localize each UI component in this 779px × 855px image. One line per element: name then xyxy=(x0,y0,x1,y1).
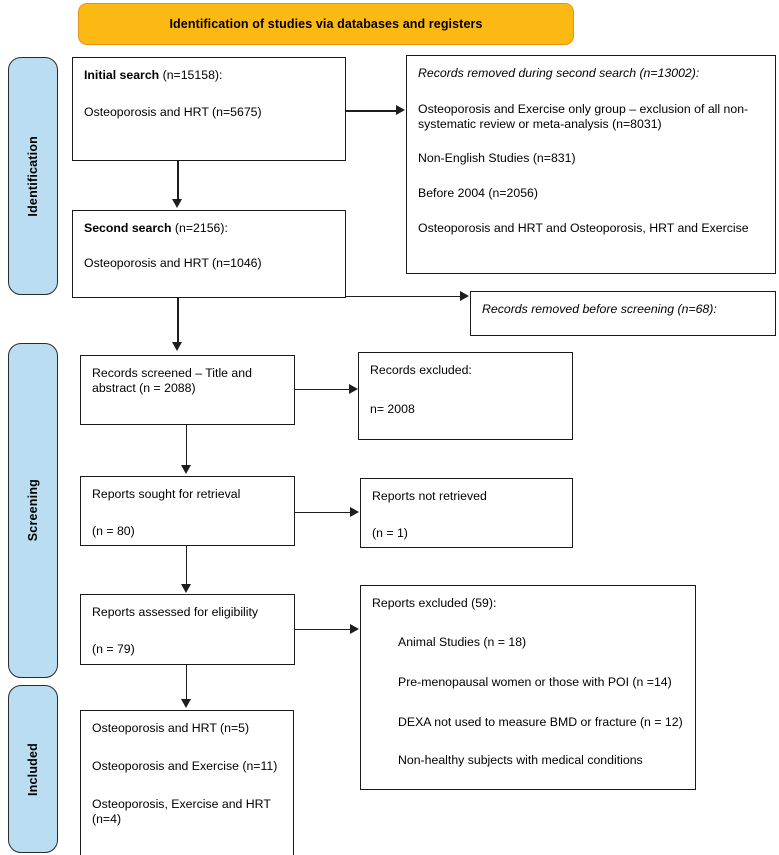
arrowhead-sought-to-assessed-icon xyxy=(181,584,191,593)
diagram-title-text: Identification of studies via databases … xyxy=(169,17,483,31)
initial-search-count: (n=15158): xyxy=(159,68,223,82)
reports-excluded-item-4: Non-healthy subjects with medical condit… xyxy=(398,753,643,767)
arrowhead-screened-to-sought-icon xyxy=(181,465,191,474)
box-reports-not-retrieved: Reports not retrieved (n = 1) xyxy=(360,478,573,548)
included-result-2: Osteoporosis and Exercise (n=11) xyxy=(92,759,278,773)
phase-pill-identification: Identification xyxy=(8,57,58,295)
diagram-title-banner: Identification of studies via databases … xyxy=(78,3,574,45)
phase-pill-screening: Screening xyxy=(8,343,58,678)
arrowhead-sought-to-not-retrieved-icon xyxy=(350,507,359,517)
box-initial-search: Initial search (n=15158): Osteoporosis a… xyxy=(72,57,346,161)
box-reports-assessed: Reports assessed for eligibility (n = 79… xyxy=(80,594,295,665)
arrowhead-screened-to-excluded-icon xyxy=(349,384,358,394)
reports-excluded-item-1: Animal Studies (n = 18) xyxy=(398,635,527,649)
second-search-label: Second search xyxy=(84,221,172,235)
second-search-detail: Osteoporosis and HRT (n=1046) xyxy=(84,256,262,270)
reports-assessed-count: (n = 79) xyxy=(92,642,135,656)
reports-not-retrieved-heading: Reports not retrieved xyxy=(372,489,487,503)
initial-search-label: Initial search xyxy=(84,68,160,82)
removed-second-search-item-3: Before 2004 (n=2056) xyxy=(418,186,538,200)
box-included-results: Osteoporosis and HRT (n=5) Osteoporosis … xyxy=(80,710,294,855)
reports-excluded-item-3: DEXA not used to measure BMD or fracture… xyxy=(398,715,683,729)
arrowhead-initial-to-second-icon xyxy=(172,199,182,208)
connector-screened-to-sought xyxy=(186,425,188,467)
reports-excluded-heading: Reports excluded (59): xyxy=(372,596,497,610)
included-result-3: Osteoporosis, Exercise and HRT (n=4) xyxy=(92,797,271,826)
connector-screened-to-excluded xyxy=(295,389,350,391)
phase-label-identification: Identification xyxy=(26,135,40,217)
arrowhead-initial-to-removed-icon xyxy=(396,105,405,115)
connector-initial-to-second xyxy=(177,161,179,201)
removed-second-search-heading: Records removed during second search (n=… xyxy=(418,66,700,80)
reports-not-retrieved-count: (n = 1) xyxy=(372,526,408,540)
phase-pill-included: Included xyxy=(8,685,58,853)
reports-excluded-item-2: Pre-menopausal women or those with POI (… xyxy=(398,675,672,689)
removed-second-search-item-2: Non-English Studies (n=831) xyxy=(418,151,576,165)
removed-before-screening-heading: Records removed before screening (n=68): xyxy=(482,302,717,316)
records-screened-text: Records screened – Title and abstract (n… xyxy=(92,366,252,395)
arrowhead-second-to-removed-before-icon xyxy=(460,291,469,301)
connector-sought-to-not-retrieved xyxy=(295,512,351,514)
connector-sought-to-assessed xyxy=(186,546,188,586)
included-result-1: Osteoporosis and HRT (n=5) xyxy=(92,721,250,735)
records-excluded-heading: Records excluded: xyxy=(370,363,472,377)
box-records-screened: Records screened – Title and abstract (n… xyxy=(80,355,295,425)
arrowhead-assessed-to-included-icon xyxy=(181,699,191,708)
initial-search-detail: Osteoporosis and HRT (n=5675) xyxy=(84,105,262,119)
arrowhead-second-to-screened-icon xyxy=(172,342,182,351)
second-search-count: (n=2156): xyxy=(171,221,228,235)
box-records-excluded: Records excluded: n= 2008 xyxy=(358,352,573,440)
box-records-removed-second-search: Records removed during second search (n=… xyxy=(406,55,776,274)
phase-label-included: Included xyxy=(26,742,40,796)
connector-assessed-to-excluded xyxy=(295,629,351,631)
arrowhead-assessed-to-excluded-icon xyxy=(350,624,359,634)
connector-assessed-to-included xyxy=(186,665,188,701)
connector-second-to-removed-before xyxy=(346,296,460,298)
phase-label-screening: Screening xyxy=(26,479,40,542)
connector-second-to-screened xyxy=(177,298,179,344)
reports-sought-count: (n = 80) xyxy=(92,524,135,538)
removed-second-search-item-4: Osteoporosis and HRT and Osteoporosis, H… xyxy=(418,221,749,235)
records-excluded-count: n= 2008 xyxy=(370,402,415,416)
connector-initial-to-removed xyxy=(346,110,396,112)
box-reports-excluded: Reports excluded (59): Animal Studies (n… xyxy=(360,585,696,790)
removed-second-search-item-1: Osteoporosis and Exercise only group – e… xyxy=(418,102,749,131)
box-reports-sought: Reports sought for retrieval (n = 80) xyxy=(80,476,295,546)
reports-assessed-heading: Reports assessed for eligibility xyxy=(92,605,259,619)
reports-sought-heading: Reports sought for retrieval xyxy=(92,487,241,501)
box-second-search: Second search (n=2156): Osteoporosis and… xyxy=(72,210,346,298)
box-records-removed-before-screening: Records removed before screening (n=68): xyxy=(470,291,776,336)
